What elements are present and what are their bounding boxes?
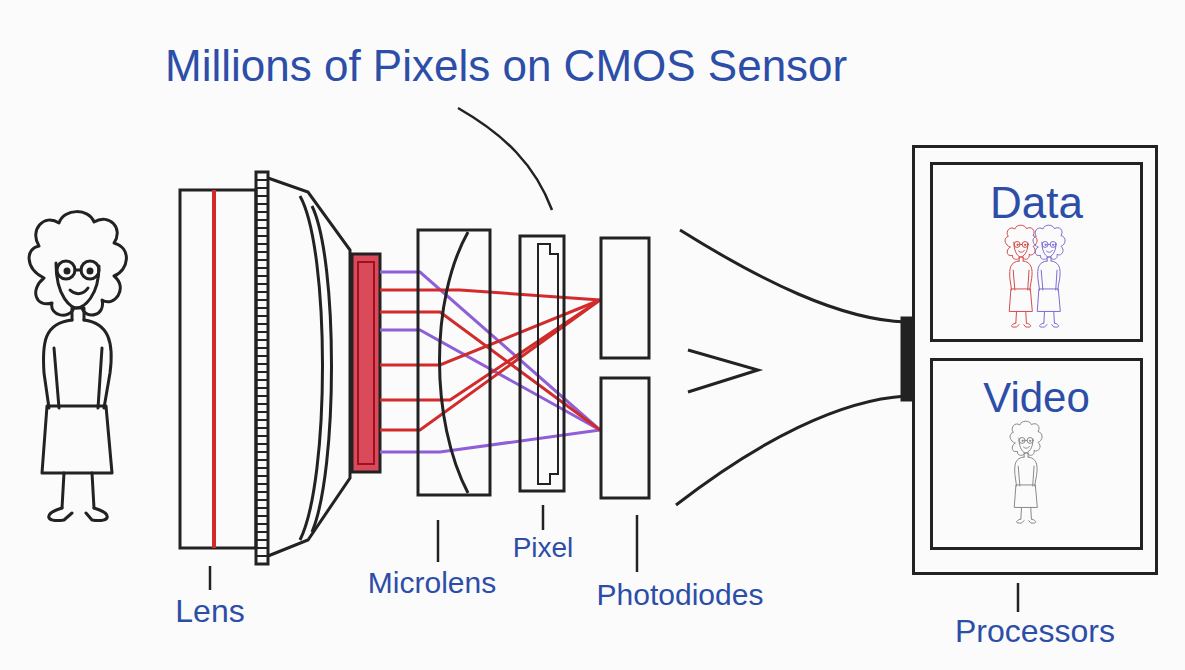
part-label: Pixel xyxy=(513,533,574,564)
panel-title: Video xyxy=(983,375,1090,421)
data-figure-purple xyxy=(1033,225,1065,327)
filter xyxy=(352,254,380,472)
node-heading: Processors xyxy=(955,614,1115,649)
video-figure xyxy=(1010,421,1042,523)
part-label: Lens xyxy=(175,594,244,629)
data-panel: Data xyxy=(930,162,1143,342)
filter-inner xyxy=(358,262,374,464)
lens-element xyxy=(212,190,216,548)
title: Millions of Pixels on CMOS Sensor xyxy=(165,42,847,90)
processor-box: ProcessorsDataVideo xyxy=(912,145,1158,575)
part-label: Microlens xyxy=(368,566,496,599)
subject-figure xyxy=(29,212,126,521)
data-figure-red xyxy=(1005,225,1037,327)
output-lines xyxy=(676,230,912,505)
video-panel: Video xyxy=(930,358,1143,550)
lens-body xyxy=(180,172,350,564)
sensor-parts xyxy=(418,230,649,498)
panel-title: Data xyxy=(990,179,1083,227)
leader-lines xyxy=(210,108,1018,612)
part-label: Photodiodes xyxy=(597,578,764,611)
